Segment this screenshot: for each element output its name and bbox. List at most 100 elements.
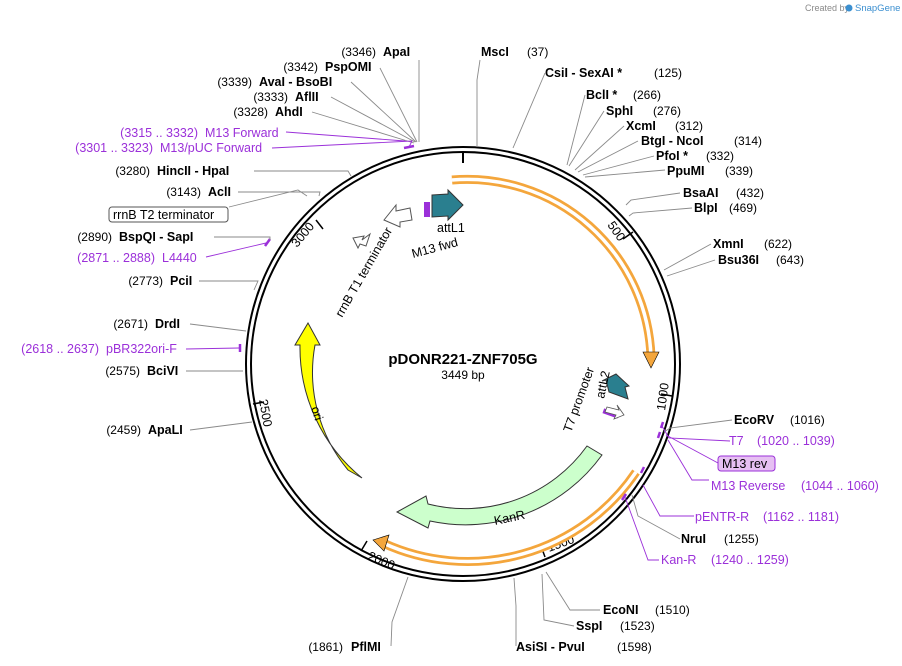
site-ppumi[interactable]: PpuMI (339) — [667, 164, 753, 178]
snapgene-logo-icon — [845, 4, 853, 12]
site-bcli[interactable]: BclI * (266) — [586, 88, 661, 102]
svg-text:SspI: SspI — [576, 619, 602, 633]
svg-text:(266): (266) — [633, 88, 661, 102]
svg-text:pENTR-R: pENTR-R — [695, 510, 749, 524]
svg-text:M13 Forward: M13 Forward — [205, 126, 279, 140]
svg-text:T7: T7 — [729, 434, 744, 448]
t7-promoter-feature — [604, 404, 625, 420]
primer-mark-l4440 — [263, 238, 272, 247]
primer-m13-reverse[interactable]: M13 Reverse (1044 .. 1060) — [711, 479, 879, 493]
svg-text:1000: 1000 — [654, 382, 672, 412]
primer-kan-r[interactable]: Kan-R (1240 .. 1259) — [661, 553, 789, 567]
svg-text:HincII - HpaI: HincII - HpaI — [157, 164, 229, 178]
svg-text:L4440: L4440 — [162, 251, 197, 265]
site-drdi[interactable]: (2671) DrdI — [113, 317, 180, 331]
kanr-label: KanR — [493, 508, 527, 528]
site-apali[interactable]: (2459) ApaLI — [106, 423, 182, 437]
svg-text:(1162 .. 1181): (1162 .. 1181) — [763, 510, 839, 524]
rrnb-t2-box[interactable] — [108, 206, 229, 223]
site-xmni[interactable]: XmnI (622) — [713, 237, 792, 251]
site-ecorv[interactable]: EcoRV (1016) — [734, 413, 825, 427]
svg-text:ApaLI: ApaLI — [148, 423, 183, 437]
site-blpi[interactable]: BlpI (469) — [694, 201, 757, 215]
site-aflii[interactable]: (3333) AflII — [253, 90, 318, 104]
site-msci[interactable]: MscI (37) — [481, 45, 548, 59]
site-asisi-pvui[interactable]: AsiSI - PvuI (1598) — [516, 640, 652, 654]
credit-brand: SnapGene — [855, 3, 900, 14]
svg-text:(1598): (1598) — [617, 640, 652, 654]
site-pfoi[interactable]: PfoI * (332) — [656, 149, 734, 163]
site-pcii[interactable]: (2773) PciI — [128, 274, 192, 288]
rrnb-t2-feature — [383, 203, 413, 228]
site-sphi[interactable]: SphI (276) — [606, 104, 681, 118]
site-pspomi[interactable]: (3342) PspOMI — [283, 60, 371, 74]
svg-text:(3280): (3280) — [115, 164, 150, 178]
svg-text:(312): (312) — [675, 119, 703, 133]
tick-3000: 3000 — [289, 219, 324, 250]
svg-text:Kan-R: Kan-R — [661, 553, 696, 567]
site-acli[interactable]: (3143) AclI — [166, 185, 231, 199]
tick-2500: 2500 — [252, 398, 275, 428]
site-btgi-ncoi[interactable]: BtgI - NcoI (314) — [641, 134, 762, 148]
m13-fwd-label: M13 fwd — [410, 235, 459, 261]
svg-text:MscI: MscI — [481, 45, 509, 59]
site-apai[interactable]: (3346) ApaI — [341, 45, 410, 59]
attl1-feature — [431, 188, 464, 222]
site-hincii-hpai[interactable]: (3280) HincII - HpaI — [115, 164, 229, 178]
site-bsu36i[interactable]: Bsu36I (643) — [718, 253, 804, 267]
svg-text:EcoNI: EcoNI — [603, 603, 638, 617]
svg-text:M13 Reverse: M13 Reverse — [711, 479, 785, 493]
svg-text:ApaI: ApaI — [383, 45, 410, 59]
orf-arrow-1 — [642, 351, 660, 369]
orf-arc-1-core — [451, 177, 653, 358]
site-bsaai[interactable]: BsaAI (432) — [683, 186, 764, 200]
svg-text:(3342): (3342) — [283, 60, 318, 74]
orf-arc-2-core — [382, 471, 638, 564]
m13-rev-box[interactable] — [717, 455, 776, 472]
site-pflmi[interactable]: (1861) PflMI — [308, 640, 381, 654]
svg-text:(2871 .. 2888): (2871 .. 2888) — [77, 251, 155, 265]
svg-text:M13/pUC Forward: M13/pUC Forward — [160, 141, 262, 155]
svg-text:(3346): (3346) — [341, 45, 376, 59]
site-csii-sexai[interactable]: CsiI - SexAI * (125) — [545, 66, 682, 80]
site-nrui[interactable]: NruI (1255) — [681, 532, 759, 546]
site-sspi[interactable]: SspI (1523) — [576, 619, 655, 633]
svg-text:CsiI - SexAI *: CsiI - SexAI * — [545, 66, 622, 80]
svg-text:(276): (276) — [653, 104, 681, 118]
site-avai-bsobi[interactable]: (3339) AvaI - BsoBI — [217, 75, 332, 89]
primer-mark-t7 — [659, 421, 665, 429]
svg-text:AsiSI - PvuI: AsiSI - PvuI — [516, 640, 585, 654]
attl2-label: attL2 — [593, 369, 612, 399]
site-bspqi-sapi[interactable]: (2890) BspQI - SapI — [77, 230, 193, 244]
primer-m13-forward[interactable]: (3315 .. 3332) M13 Forward — [120, 126, 279, 140]
leader-lines — [185, 59, 733, 647]
svg-text:AvaI - BsoBI: AvaI - BsoBI — [259, 75, 332, 89]
svg-text:(3328): (3328) — [233, 105, 268, 119]
svg-text:(643): (643) — [776, 253, 804, 267]
site-bcivi[interactable]: (2575) BciVI — [105, 364, 178, 378]
svg-text:2000: 2000 — [366, 549, 397, 573]
svg-text:(3339): (3339) — [217, 75, 252, 89]
svg-text:(469): (469) — [729, 201, 757, 215]
primer-m13-puc-forward[interactable]: (3301 .. 3323) M13/pUC Forward — [75, 141, 262, 155]
svg-text:(2773): (2773) — [128, 274, 163, 288]
site-econi[interactable]: EcoNI (1510) — [603, 603, 690, 617]
svg-text:BsaAI: BsaAI — [683, 186, 718, 200]
primer-l4440[interactable]: (2871 .. 2888) L4440 — [77, 251, 197, 265]
svg-text:(1016): (1016) — [790, 413, 825, 427]
primer-pbr322ori-f[interactable]: (2618 .. 2637) pBR322ori-F — [21, 342, 177, 356]
site-ahdi[interactable]: (3328) AhdI — [233, 105, 302, 119]
svg-text:Bsu36I: Bsu36I — [718, 253, 759, 267]
credit-prefix: Created by — [805, 3, 850, 13]
svg-text:(2890): (2890) — [77, 230, 112, 244]
primer-t7[interactable]: T7 (1020 .. 1039) — [729, 434, 835, 448]
site-xcmi[interactable]: XcmI (312) — [626, 119, 703, 133]
svg-text:BspQI - SapI: BspQI - SapI — [119, 230, 193, 244]
svg-text:DrdI: DrdI — [155, 317, 180, 331]
primer-pentr-r[interactable]: pENTR-R (1162 .. 1181) — [695, 510, 839, 524]
svg-text:(1020 .. 1039): (1020 .. 1039) — [757, 434, 835, 448]
orf-arrow-2 — [372, 534, 390, 552]
svg-text:(622): (622) — [764, 237, 792, 251]
attl2-feature — [601, 373, 631, 400]
plasmid-name: pDONR221-ZNF705G — [388, 351, 537, 368]
